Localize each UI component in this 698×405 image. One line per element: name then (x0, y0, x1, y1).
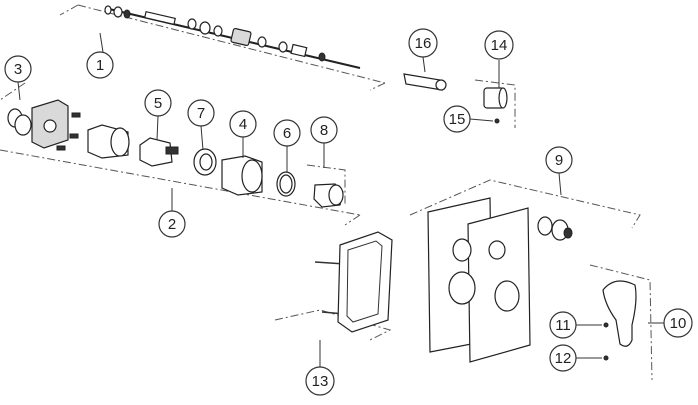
callout-11: 11 (549, 311, 577, 339)
callout-5-label: 5 (154, 95, 162, 112)
callout-10: 10 (663, 308, 693, 338)
lever-handle (602, 280, 637, 361)
spindle-assembly (104, 5, 361, 69)
callout-2: 2 (158, 210, 186, 238)
callout-13-label: 13 (312, 373, 329, 390)
callout-3-label: 3 (14, 61, 22, 78)
callout-10-label: 10 (670, 315, 687, 332)
callout-6: 6 (273, 119, 301, 147)
callout-9-label: 9 (555, 152, 563, 169)
leader-lines (17, 32, 664, 367)
knob-assembly (483, 87, 508, 124)
group-outline-1 (59, 4, 386, 91)
callout-11-label: 11 (555, 317, 571, 334)
valve-body-assembly (7, 99, 344, 208)
callout-2-label: 2 (168, 216, 176, 233)
callout-16: 16 (408, 28, 438, 58)
callout-13: 13 (305, 366, 335, 396)
mounting-frame (314, 231, 393, 333)
callout-5: 5 (144, 89, 172, 117)
callout-8-label: 8 (320, 122, 328, 139)
callout-9: 9 (545, 146, 573, 174)
group-outline-9 (409, 179, 641, 229)
callout-4-label: 4 (239, 116, 247, 133)
callout-1-label: 1 (96, 57, 104, 74)
extension-rod (403, 73, 447, 91)
callout-12: 12 (549, 344, 577, 372)
callout-15: 15 (443, 105, 471, 133)
group-outline-14 (474, 79, 516, 128)
callout-1: 1 (86, 51, 114, 79)
callout-14: 14 (484, 30, 514, 60)
callout-3: 3 (4, 55, 32, 83)
callout-15-label: 15 (449, 111, 466, 128)
callout-12-label: 12 (555, 350, 572, 367)
callout-7-label: 7 (197, 105, 205, 122)
callout-4: 4 (229, 110, 257, 138)
callout-14-label: 14 (491, 37, 508, 54)
callout-16-label: 16 (415, 35, 432, 52)
callout-7: 7 (187, 99, 215, 127)
group-outline-8 (306, 164, 346, 205)
group-outline-10 (589, 264, 653, 381)
trim-plate-assembly (427, 197, 573, 363)
callout-8: 8 (310, 116, 338, 144)
group-outline-2 (0, 82, 361, 226)
callout-6-label: 6 (283, 125, 291, 142)
